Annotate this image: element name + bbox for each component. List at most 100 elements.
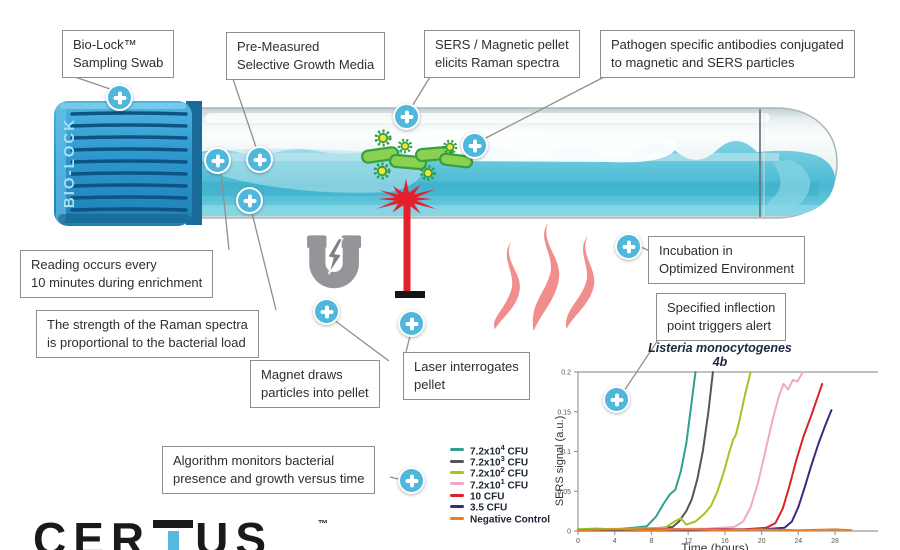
chart-title: Listeria monocytogenes 4b — [648, 341, 792, 369]
callout-inflection-alert: Specified inflection point triggers aler… — [656, 293, 787, 341]
plus-hotspot-incubation[interactable] — [615, 233, 642, 260]
callout-antibodies: Pathogen specific antibodies conjugated … — [600, 30, 855, 78]
callout-algorithm: Algorithm monitors bacterial presence an… — [162, 446, 376, 494]
chart-curve — [577, 371, 752, 531]
y-tick-label: 0 — [567, 529, 571, 536]
logo-text-pre: CER — [33, 513, 152, 550]
y-tick-label: 0.2 — [561, 370, 571, 377]
callout-line: is proportional to the bacterial load — [47, 334, 246, 350]
callout-line: Incubation in — [659, 243, 733, 258]
legend-swatch — [450, 470, 464, 474]
logo-t-mark — [153, 512, 194, 550]
callout-line: Pre-Measured — [237, 39, 320, 54]
callout-line: point triggers alert — [667, 317, 772, 333]
x-tick-label: 20 — [758, 538, 766, 545]
plus-hotspot-inflection[interactable] — [603, 386, 630, 413]
plus-hotspot-reading[interactable] — [204, 147, 231, 174]
x-tick-label: 0 — [576, 538, 580, 545]
plus-hotspot-laser[interactable] — [398, 310, 425, 337]
legend-item: 7.2x102 CFU — [450, 465, 550, 480]
callout-reading-interval: Reading occurs every 10 minutes during e… — [20, 250, 214, 298]
sers-particle — [397, 138, 413, 154]
callout-line: Sampling Swab — [73, 54, 164, 70]
callout-line: Algorithm monitors bacterial — [173, 453, 335, 468]
plus-hotspot-magnet[interactable] — [313, 298, 340, 325]
chart-curve — [577, 528, 853, 532]
callout-line: The strength of the Raman spectra — [47, 317, 248, 332]
callout-line: Pathogen specific antibodies conjugated — [611, 37, 844, 52]
x-tick-label: 4 — [613, 538, 617, 545]
callout-line: SERS / Magnetic pellet — [435, 37, 569, 52]
legend-swatch — [450, 505, 464, 509]
bacteria-cluster — [361, 129, 474, 181]
laser-beam — [376, 178, 437, 298]
callout-line: Specified inflection — [667, 300, 776, 315]
legend-item: 7.2x101 CFU — [450, 477, 550, 491]
x-tick-label: 28 — [831, 538, 839, 545]
sers-particle — [374, 129, 392, 147]
lightning-bolt-icon — [326, 237, 344, 275]
chart-y-axis-label: SERS signal (a.u.) — [554, 415, 566, 507]
legend-swatch — [450, 459, 464, 463]
callout-line: elicits Raman spectra — [435, 54, 560, 70]
callout-growth-media: Pre-Measured Selective Growth Media — [226, 32, 386, 80]
plus-hotspot-antibodies[interactable] — [461, 132, 488, 159]
heat-waves-icon — [494, 222, 595, 332]
laser-starburst — [376, 178, 437, 218]
sers-particle — [373, 162, 391, 180]
legend-swatch — [450, 493, 464, 497]
callout-line: Optimized Environment — [659, 260, 795, 276]
chart-x-axis-label: Time (hours) — [681, 541, 749, 550]
chart-legend: 7.2x104 CFU 7.2x103 CFU 7.2x102 CFU 7.2x… — [450, 443, 550, 525]
cap-label: BIO-LOCK — [61, 117, 78, 209]
callout-line: Laser interrogates — [414, 359, 519, 374]
callout-incubation: Incubation in Optimized Environment — [648, 236, 806, 284]
x-tick-label: 8 — [649, 538, 653, 545]
bio-lock-cap — [54, 101, 202, 226]
legend-item: 10 CFU — [450, 490, 550, 502]
callout-magnet: Magnet draws particles into pellet — [250, 360, 380, 408]
sers-particle — [442, 139, 458, 155]
y-tick-label: 0.05 — [557, 489, 571, 496]
plus-hotspot-raman-strength[interactable] — [236, 187, 263, 214]
plus-hotspot-swab[interactable] — [106, 84, 133, 111]
legend-item: Negative Control — [450, 512, 550, 525]
chart-curve — [577, 371, 804, 532]
certus-logo: CER US ™ — [33, 512, 328, 550]
glass-highlight — [205, 113, 770, 123]
callout-bio-lock-swab: Bio-Lock™ Sampling Swab — [62, 30, 175, 78]
callout-line: Magnet draws — [261, 367, 343, 382]
plus-hotspot-pellet[interactable] — [393, 103, 420, 130]
cap-ribs — [70, 111, 188, 212]
sers-particle — [420, 165, 436, 181]
magnet-icon — [307, 235, 362, 289]
laser-source-bar — [395, 291, 425, 298]
legend-item: 7.2x103 CFU — [450, 454, 550, 468]
x-tick-label: 12 — [684, 538, 692, 545]
callout-line: Selective Growth Media — [237, 56, 375, 72]
legend-item: 3.5 CFU — [450, 501, 550, 514]
y-tick-label: 0.15 — [557, 409, 571, 416]
plus-hotspot-media[interactable] — [246, 146, 273, 173]
legend-swatch — [450, 448, 464, 452]
legend-item: 7.2x104 CFU — [450, 443, 550, 457]
callout-line: Reading occurs every — [31, 257, 157, 272]
logo-trademark: ™ — [318, 519, 328, 530]
logo-text-post: US — [195, 513, 274, 550]
plus-hotspot-algorithm[interactable] — [398, 467, 425, 494]
x-tick-label: 16 — [721, 538, 729, 545]
callout-line: particles into pellet — [261, 384, 369, 400]
legend-swatch — [450, 482, 464, 486]
callout-line: to magnetic and SERS particles — [611, 54, 795, 70]
callout-line: 10 minutes during enrichment — [31, 274, 203, 290]
callout-line: presence and growth versus time — [173, 470, 365, 486]
y-tick-label: 0.1 — [561, 449, 571, 456]
callout-line: pellet — [414, 376, 446, 392]
callout-sers-pellet: SERS / Magnetic pellet elicits Raman spe… — [424, 30, 580, 78]
callout-line: Bio-Lock™ — [73, 37, 137, 52]
logo-t-stem — [167, 531, 179, 550]
callout-laser: Laser interrogates pellet — [403, 352, 530, 400]
